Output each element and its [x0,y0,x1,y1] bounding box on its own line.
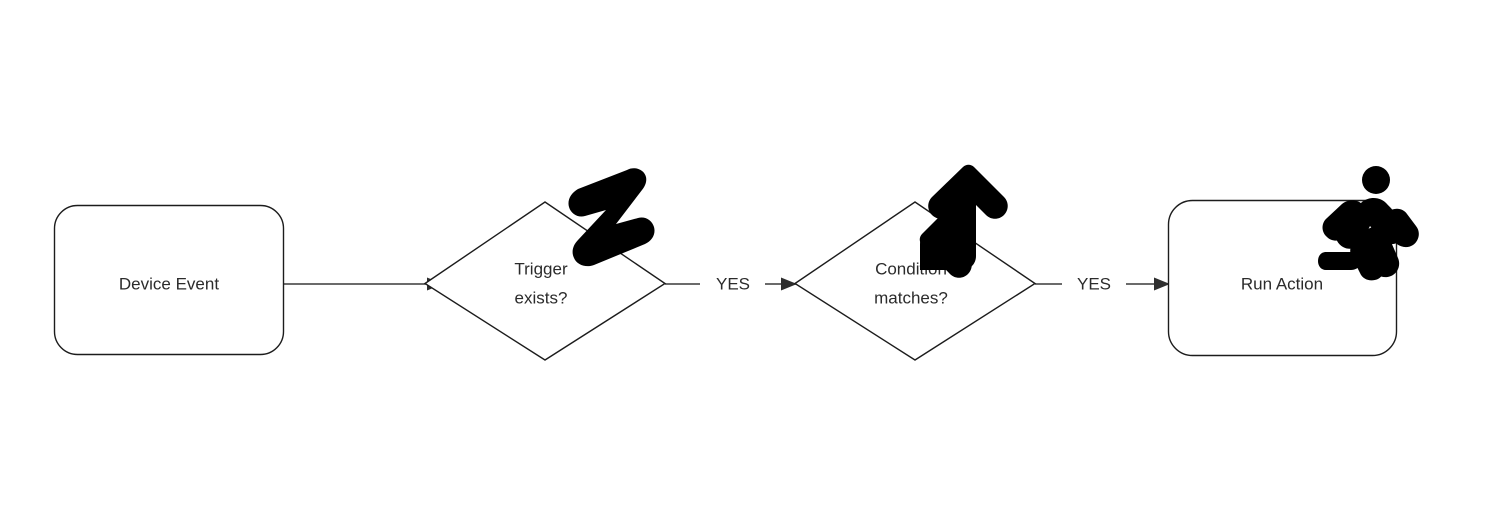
device-event-shape[interactable] [53,204,285,356]
lightning-bolt-icon [568,168,655,267]
node-trigger-exists[interactable]: Trigger exists? [423,201,667,361]
trigger-exists-shape[interactable] [423,201,667,361]
edge-label-yes-2: YES [1077,274,1111,293]
device-event-label: Device Event [119,274,219,293]
branch-arrow-icon [919,164,1008,278]
node-device-event[interactable]: Device Event [53,204,285,356]
edge-label-yes-1: YES [716,274,750,293]
trigger-exists-label-line1: Trigger [514,259,568,278]
arrowhead-icon [1154,277,1170,291]
condition-matches-shape[interactable] [793,201,1037,361]
edge-trigger-to-condition: YES [665,274,797,293]
arrowhead-icon [781,277,797,291]
node-condition-matches[interactable]: Condition matches? [793,201,1037,361]
running-person-icon [1318,166,1419,281]
trigger-exists-label-line2: exists? [515,288,568,307]
edge-device-event-to-trigger [284,277,443,291]
condition-matches-label-line2: matches? [874,288,948,307]
edge-condition-to-run-action: YES [1035,274,1170,293]
run-action-label: Run Action [1241,274,1323,293]
